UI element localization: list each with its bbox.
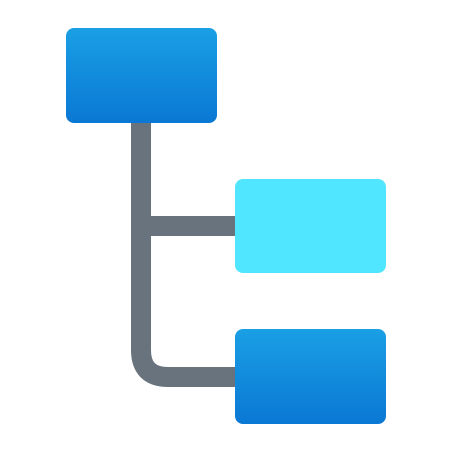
parent-node [66, 28, 217, 123]
child-node-middle [235, 179, 386, 273]
connector-lines [131, 118, 240, 387]
child-node-bottom [235, 329, 386, 424]
